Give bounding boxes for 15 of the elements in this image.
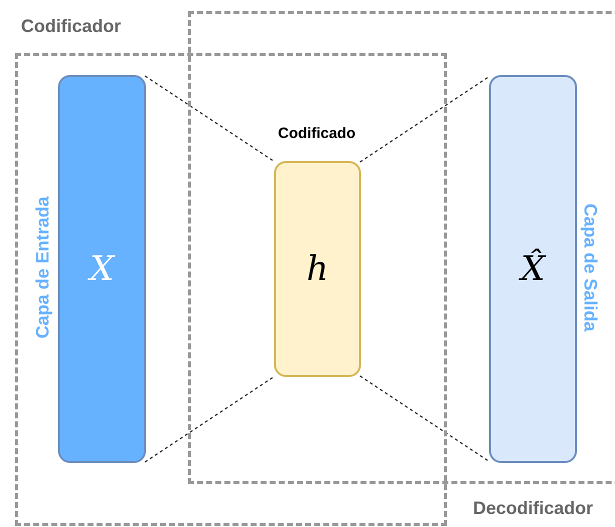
math-symbol: X [90, 249, 114, 289]
connector-line [144, 376, 276, 462]
connector-line [144, 76, 276, 162]
output-layer-box [489, 75, 577, 463]
math-symbol: h [306, 249, 328, 289]
region-heading: Decodificador [473, 498, 594, 519]
code-layer-box [274, 161, 361, 377]
code-label: Codificado [278, 124, 356, 142]
connector-line [360, 76, 490, 162]
math-symbol: X̂ [520, 249, 546, 289]
input-layer-box [58, 75, 146, 463]
layer-label: Capa de Entrada [32, 196, 54, 338]
layer-label: Capa de Salida [580, 202, 601, 332]
region-heading: Codificador [21, 16, 122, 37]
connector-line [360, 376, 490, 462]
